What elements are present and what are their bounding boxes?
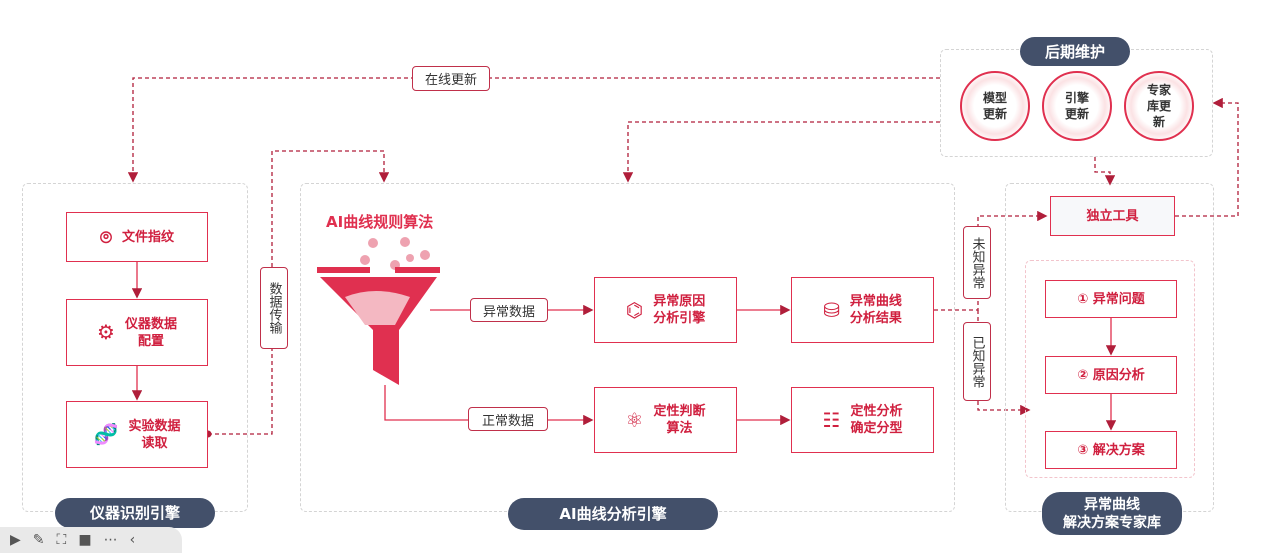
- unknown-abnormal-label: 未知异常: [963, 226, 991, 299]
- step-solution[interactable]: ③ 解决方案: [1045, 431, 1177, 469]
- normal-data-label: 正常数据: [468, 407, 548, 431]
- node-abnormal-cause-engine[interactable]: ⌬异常原因 分析引擎: [594, 277, 737, 343]
- screenshot-icon[interactable]: ⛶: [56, 532, 67, 548]
- dna-icon: 🧬: [93, 422, 119, 446]
- algo-title: AI曲线规则算法: [326, 213, 434, 231]
- step-cause-analysis[interactable]: ② 原因分析: [1045, 356, 1177, 394]
- node-file-fingerprint[interactable]: ⌾文件指纹: [66, 212, 208, 262]
- node-abnormal-result[interactable]: ⛁异常曲线 分析结果: [791, 277, 934, 343]
- node-data-read[interactable]: 🧬实验数据 读取: [66, 401, 208, 468]
- step-abnormal-problem[interactable]: ① 异常问题: [1045, 280, 1177, 318]
- node-instrument-config[interactable]: ⚙仪器数据 配置: [66, 299, 208, 366]
- ai-engine-title: AI曲线分析引擎: [508, 498, 718, 530]
- presentation-toolbar: ▶ ✎ ⛶ ■ ⋯ ‹: [0, 527, 182, 553]
- fingerprint-icon: ⌾: [99, 224, 112, 249]
- data-transfer-label: 数据传输: [260, 267, 288, 349]
- camera-icon[interactable]: ■: [78, 532, 92, 548]
- online-update-label: 在线更新: [412, 66, 490, 91]
- sort-list-icon: ☷: [822, 407, 841, 432]
- atom-icon: ⚛: [625, 407, 644, 432]
- play-icon[interactable]: ▶: [10, 532, 21, 548]
- expert-library-update[interactable]: 专家 库更 新: [1124, 71, 1194, 141]
- pen-icon[interactable]: ✎: [32, 532, 45, 548]
- abnormal-data-label: 异常数据: [470, 298, 548, 322]
- funnel-icon: [317, 237, 440, 385]
- node-qualitative-typing[interactable]: ☷定性分析 确定分型: [791, 387, 934, 453]
- database-export-icon: ⛁: [823, 297, 840, 322]
- maintenance-title: 后期维护: [1020, 37, 1130, 66]
- standalone-tool[interactable]: 独立工具: [1050, 196, 1175, 236]
- model-update[interactable]: 模型 更新: [960, 71, 1030, 141]
- expert-library-title: 异常曲线 解决方案专家库: [1042, 492, 1182, 535]
- instrument-engine-title: 仪器识别引擎: [55, 498, 215, 528]
- collapse-icon[interactable]: ‹: [129, 532, 136, 548]
- known-abnormal-label: 已知异常: [963, 322, 991, 401]
- node-qualitative-algo[interactable]: ⚛定性判断 算法: [594, 387, 737, 453]
- molecule-icon: ⌬: [625, 297, 644, 322]
- more-icon[interactable]: ⋯: [103, 532, 118, 548]
- engine-update[interactable]: 引擎 更新: [1042, 71, 1112, 141]
- gear-icon: ⚙: [97, 320, 115, 344]
- steps-panel: [1025, 260, 1195, 478]
